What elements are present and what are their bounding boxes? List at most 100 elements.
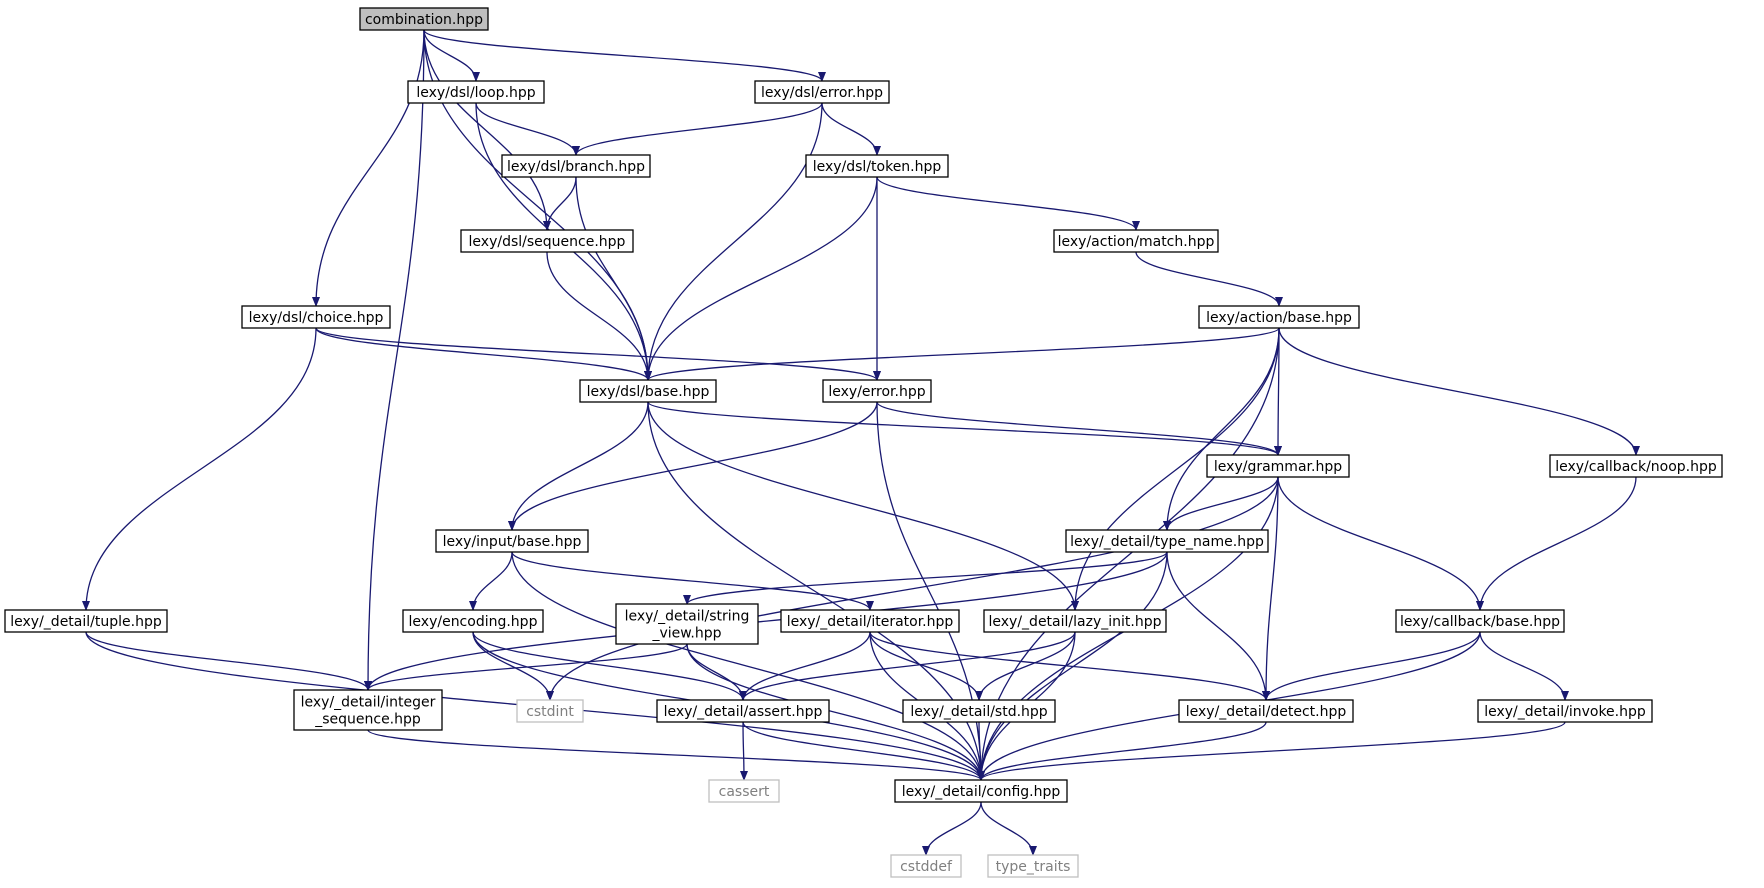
edge-token-to-match [876,176,1140,231]
node-label: lexy/dsl/base.hpp [587,384,710,400]
node-iterator[interactable]: lexy/_detail/iterator.hpp [780,609,960,633]
edge-line [1278,327,1640,456]
edge-combination-to-choice [312,29,425,307]
node-label: lexy/_detail/detect.hpp [1186,704,1347,720]
edge-line [876,401,985,781]
node-callback_base[interactable]: lexy/callback/base.hpp [1395,609,1565,633]
node-label: type_traits [996,859,1071,875]
node-grammar[interactable]: lexy/grammar.hpp [1206,454,1350,478]
node-match[interactable]: lexy/action/match.hpp [1053,229,1219,253]
node-box [894,779,1068,803]
node-label: lexy/callback/base.hpp [1400,614,1560,630]
node-label: lexy/dsl/choice.hpp [249,310,384,326]
node-box [241,305,391,329]
edge-branch-to-sequence [543,176,577,231]
node-box [1549,454,1723,478]
edge-integer_sequence-to-config [367,729,985,781]
node-label: lexy/_detail/lazy_init.hpp [989,614,1162,630]
node-invoke[interactable]: lexy/_detail/invoke.hpp [1477,699,1653,723]
node-choice[interactable]: lexy/dsl/choice.hpp [241,305,391,329]
edge-error_dsl-to-branch [572,102,823,156]
edge-line [1274,327,1283,456]
node-box [822,379,932,403]
node-label: lexy/encoding.hpp [409,614,538,630]
node-label: _view.hpp [651,626,721,642]
node-dsl_base[interactable]: lexy/dsl/base.hpp [579,379,717,403]
edge-line [469,551,513,611]
edge-callback_base-to-detect [1262,631,1481,701]
edge-match-to-action_base [1135,251,1283,307]
edge-line [1277,476,1484,611]
node-box [402,609,544,633]
edge-string_view-to-integer_sequence [364,643,688,691]
node-integer_sequence[interactable]: lexy/_detail/integer_sequence.hpp [293,689,443,731]
edge-dsl_base-to-grammar [647,401,1282,456]
edge-line [312,29,425,307]
node-config[interactable]: lexy/_detail/config.hpp [894,779,1068,803]
node-label: cstdint [526,704,574,720]
node-label: lexy/_detail/invoke.hpp [1484,704,1646,720]
node-box [359,7,489,31]
node-label: lexy/action/match.hpp [1058,234,1215,250]
edge-error_dsl-to-token [821,102,881,156]
node-loop[interactable]: lexy/dsl/loop.hpp [407,80,545,104]
edge-line [1166,551,1270,701]
node-box [890,854,962,878]
node-std[interactable]: lexy/_detail/std.hpp [902,699,1056,723]
node-assert[interactable]: lexy/_detail/assert.hpp [656,699,830,723]
node-branch[interactable]: lexy/dsl/branch.hpp [501,154,651,178]
node-tuple[interactable]: lexy/_detail/tuple.hpp [4,609,168,633]
edge-line [572,102,823,156]
node-label: lexy/dsl/branch.hpp [507,159,645,175]
node-label: lexy/_detail/integer [301,695,436,711]
node-box [983,609,1167,633]
edge-grammar-to-callback_base [1277,476,1484,611]
edge-combination-to-integer_sequence [364,29,425,691]
edge-line [1262,631,1481,701]
node-lazy_init[interactable]: lexy/_detail/lazy_init.hpp [983,609,1167,633]
node-combination[interactable]: combination.hpp [359,7,489,31]
node-sequence[interactable]: lexy/dsl/sequence.hpp [460,229,634,253]
edge-string_view-to-config [686,643,985,781]
edge-line [876,401,1282,456]
edge-line [683,551,1168,605]
edge-line [644,102,823,381]
edge-config-to-type_traits [980,801,1037,856]
edge-line [423,29,480,82]
edge-line [1135,251,1283,307]
edge-dsl_base-to-config [647,401,985,781]
node-label: lexy/_detail/tuple.hpp [10,614,162,630]
edge-error_dsl-to-dsl_base [644,102,823,381]
node-error[interactable]: lexy/error.hpp [822,379,932,403]
node-box [1477,699,1653,723]
edge-line [739,721,748,781]
edge-combination-to-loop [423,29,480,82]
edge-line [1163,327,1280,531]
node-box [987,854,1079,878]
node-box [708,779,780,803]
edge-line [1476,476,1637,611]
node-detect[interactable]: lexy/_detail/detect.hpp [1178,699,1354,723]
edge-line [876,176,1140,231]
edge-callback_base-to-invoke [1479,631,1569,701]
node-encoding[interactable]: lexy/encoding.hpp [402,609,544,633]
node-error_dsl[interactable]: lexy/dsl/error.hpp [754,80,890,104]
node-type_name[interactable]: lexy/_detail/type_name.hpp [1065,529,1269,553]
node-string_view[interactable]: lexy/_detail/string_view.hpp [615,603,759,645]
node-label: lexy/dsl/token.hpp [813,159,942,175]
edge-detect-to-config [977,721,1267,781]
edge-config-to-cstddef [922,801,982,856]
edge-line [1071,327,1280,611]
edge-line [315,327,881,381]
node-label: cstddef [900,859,953,875]
node-noop[interactable]: lexy/callback/noop.hpp [1549,454,1723,478]
node-input_base[interactable]: lexy/input/base.hpp [435,529,589,553]
edge-line [977,721,1566,781]
edge-dsl_base-to-input_base [508,401,649,531]
node-token[interactable]: lexy/dsl/token.hpp [805,154,949,178]
edge-line [977,721,1267,781]
node-action_base[interactable]: lexy/action/base.hpp [1198,305,1360,329]
edge-line [364,551,1168,691]
node-label: lexy/_detail/string [625,609,750,625]
